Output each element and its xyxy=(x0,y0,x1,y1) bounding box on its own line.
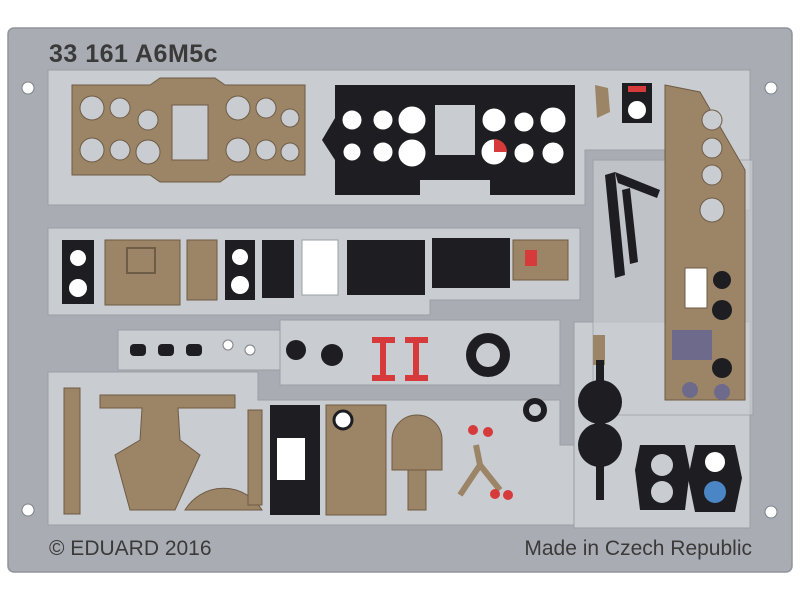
bottom-brass-parts xyxy=(63,387,443,516)
middle-row-parts xyxy=(62,238,569,306)
small-gauge-assembly xyxy=(595,83,652,123)
brass-instrument-panel xyxy=(71,77,306,183)
product-code-label: 33 161 A6M5c xyxy=(49,40,219,68)
gauge-housing-right xyxy=(688,445,742,512)
origin-label: Made in Czech Republic xyxy=(524,537,752,560)
hose-fitting xyxy=(457,444,503,497)
red-rudder-pedals xyxy=(372,337,428,381)
black-instrument-panel xyxy=(322,85,575,195)
control-column xyxy=(578,335,622,500)
lever-row xyxy=(130,339,343,366)
mount-hole xyxy=(21,503,35,517)
mount-hole xyxy=(764,505,778,519)
copyright-label: © EDUARD 2016 xyxy=(49,537,212,560)
mount-hole xyxy=(21,81,35,95)
mount-hole xyxy=(764,81,778,95)
harness-strap xyxy=(605,172,660,278)
side-console-panel xyxy=(664,84,746,401)
bottom-black-parts xyxy=(270,405,354,515)
gauge-housing-left xyxy=(635,445,690,510)
